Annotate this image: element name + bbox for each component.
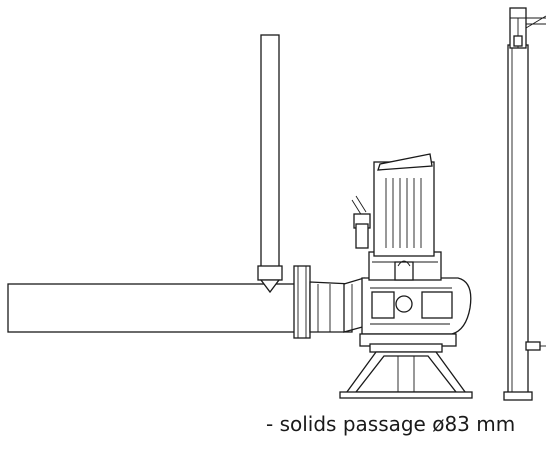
pump-motor	[368, 153, 442, 281]
lifting-handle	[351, 195, 371, 249]
solids-passage-caption: - solids passage ø83 mm	[266, 412, 516, 436]
vertical-riser-pipe	[257, 34, 283, 294]
guide-rail	[503, 7, 546, 401]
pump-base-stand	[339, 343, 473, 399]
discharge-pipe	[7, 283, 297, 333]
pipe-flange	[293, 265, 311, 339]
pump-housing	[359, 277, 472, 347]
